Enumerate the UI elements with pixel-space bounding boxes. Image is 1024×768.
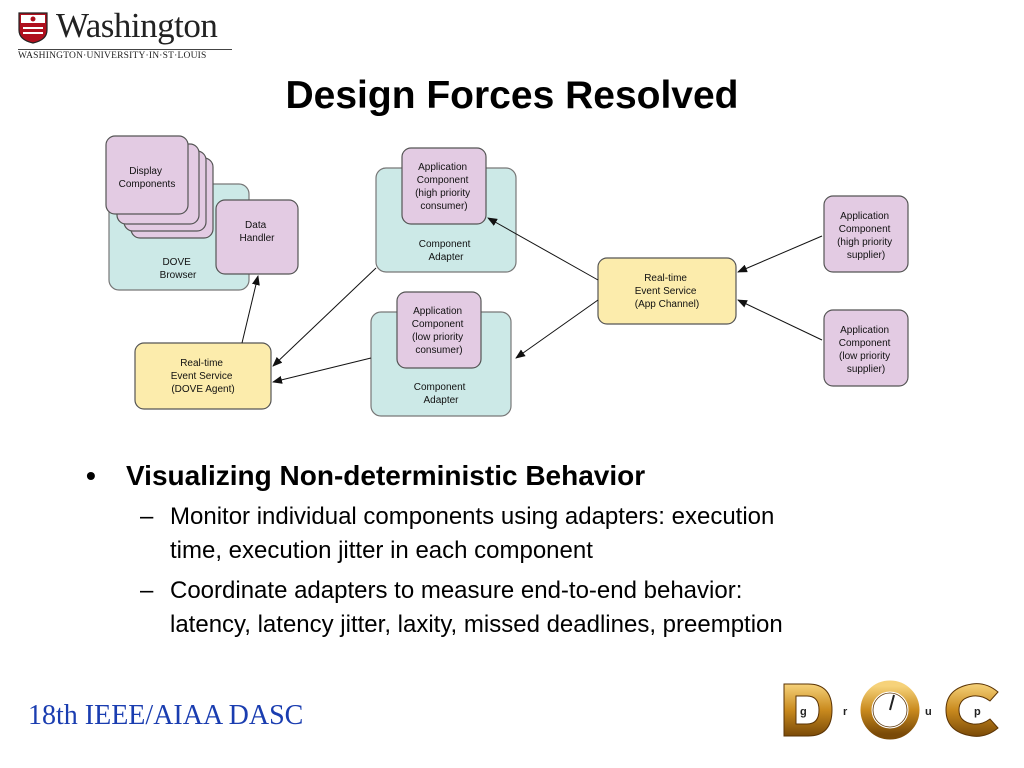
university-shield-icon (18, 12, 48, 44)
arrow-low-supplier-to-app-channel (737, 299, 823, 341)
app-component-high-supplier: Application Component (high priority sup… (823, 195, 909, 273)
doc-small-p: p (974, 706, 981, 718)
app-low-consumer-label: Application Component (low priority cons… (412, 306, 466, 356)
arrow-top-adapter-to-dove-agent (272, 267, 377, 367)
doc-small-r: r (843, 706, 848, 718)
event-service-app-channel-label: Real-time Event Service (App Channel) (635, 273, 699, 310)
bullet-main: • Visualizing Non-deterministic Behavior (86, 460, 966, 492)
event-service-dove-agent-label: Real-time Event Service (DOVE Agent) (171, 358, 235, 395)
slide-title: Design Forces Resolved (285, 74, 739, 117)
conference-name: 18th IEEE/AIAA DASC (28, 700, 304, 731)
app-high-supplier-label: Application Component (high priority sup… (837, 211, 895, 261)
sub-bullet-1-line2: time, execution jitter in each component (170, 537, 593, 564)
app-component-low-supplier: Application Component (low priority supp… (823, 309, 909, 387)
arrow-dove-agent-to-data-handler (241, 275, 260, 344)
doc-small-g: g (800, 706, 807, 718)
app-component-high-consumer: Application Component (high priority con… (401, 147, 487, 225)
arrow-app-channel-to-high-consumer (487, 217, 599, 281)
sub-bullet-2-line1: Coordinate adapters to measure end-to-en… (170, 577, 743, 604)
doc-letter-o-clock (860, 680, 920, 740)
logo-divider (18, 49, 232, 50)
display-components-stack: Display Components (105, 135, 214, 239)
app-component-low-consumer: Application Component (low priority cons… (396, 291, 482, 369)
doc-letter-d-shape (783, 683, 833, 737)
event-service-app-channel: Real-time Event Service (App Channel) (597, 257, 737, 325)
arrow-bottom-adapter-to-dove-agent (272, 357, 372, 384)
event-service-dove-agent: Real-time Event Service (DOVE Agent) (134, 342, 272, 410)
dash-mark: – (140, 577, 154, 604)
data-handler-label: Data Handler (239, 220, 275, 244)
sub-bullet-1-line1: Monitor individual components using adap… (170, 503, 775, 530)
data-handler-node: Data Handler (215, 199, 299, 275)
dove-browser-label: DOVE Browser (160, 257, 197, 281)
display-components-label: Display Components (119, 166, 176, 190)
arrow-app-channel-to-low-consumer (515, 299, 599, 359)
doc-group-logo: g r u p (783, 680, 999, 740)
component-adapter-top-label: Component Adapter (419, 239, 473, 263)
logo-subtitle: WASHINGTON·UNIVERSITY·IN·ST·LOUIS (18, 51, 207, 61)
bullet-list: • Visualizing Non-deterministic Behavior… (86, 460, 966, 648)
doc-small-u: u (925, 706, 932, 718)
arrow-high-supplier-to-app-channel (737, 235, 823, 273)
bullet-dot: • (86, 460, 96, 491)
logo-wordmark: Washington (56, 6, 218, 45)
sub-bullet-2: – Coordinate adapters to measure end-to-… (86, 574, 966, 642)
washington-university-logo: Washington WASHINGTON·UNIVERSITY·IN·ST·L… (16, 6, 232, 62)
doc-letter-c-shape (945, 683, 999, 737)
app-high-consumer-label: Application Component (high priority con… (415, 162, 473, 212)
sub-bullet-1: – Monitor individual components using ad… (86, 500, 966, 568)
component-adapter-bottom-label: Component Adapter (414, 382, 468, 406)
app-low-supplier-label: Application Component (low priority supp… (839, 325, 893, 375)
bullet-main-text: Visualizing Non-deterministic Behavior (126, 460, 646, 491)
sub-bullet-2-line2: latency, latency jitter, laxity, missed … (170, 611, 783, 638)
dash-mark: – (140, 503, 154, 530)
architecture-diagram: DOVE Browser Display Components Data Han… (105, 135, 909, 417)
